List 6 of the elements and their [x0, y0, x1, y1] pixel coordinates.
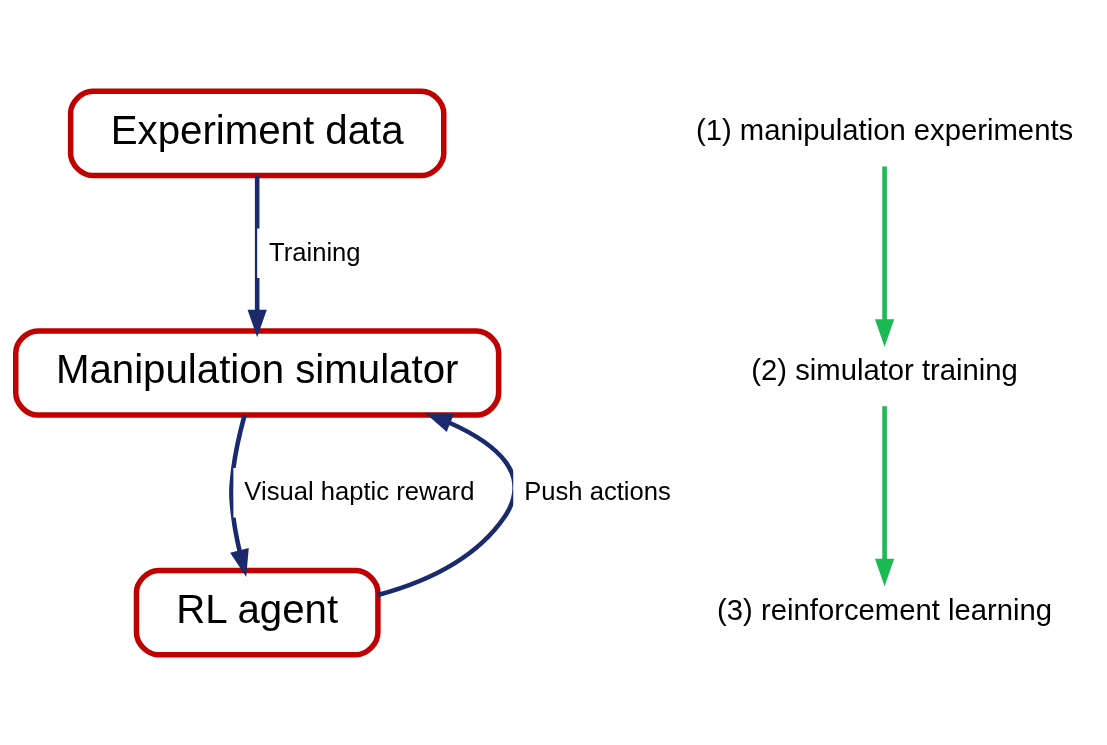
node-text: (3) reinforcement learning	[717, 593, 1053, 626]
edge-label: Visual haptic reward	[244, 476, 475, 505]
edge-label: Training	[269, 237, 361, 266]
node-text: (1) manipulation experiments	[695, 113, 1074, 146]
edge-label: Push actions	[524, 476, 671, 505]
node-text: (2) simulator training	[751, 353, 1018, 386]
